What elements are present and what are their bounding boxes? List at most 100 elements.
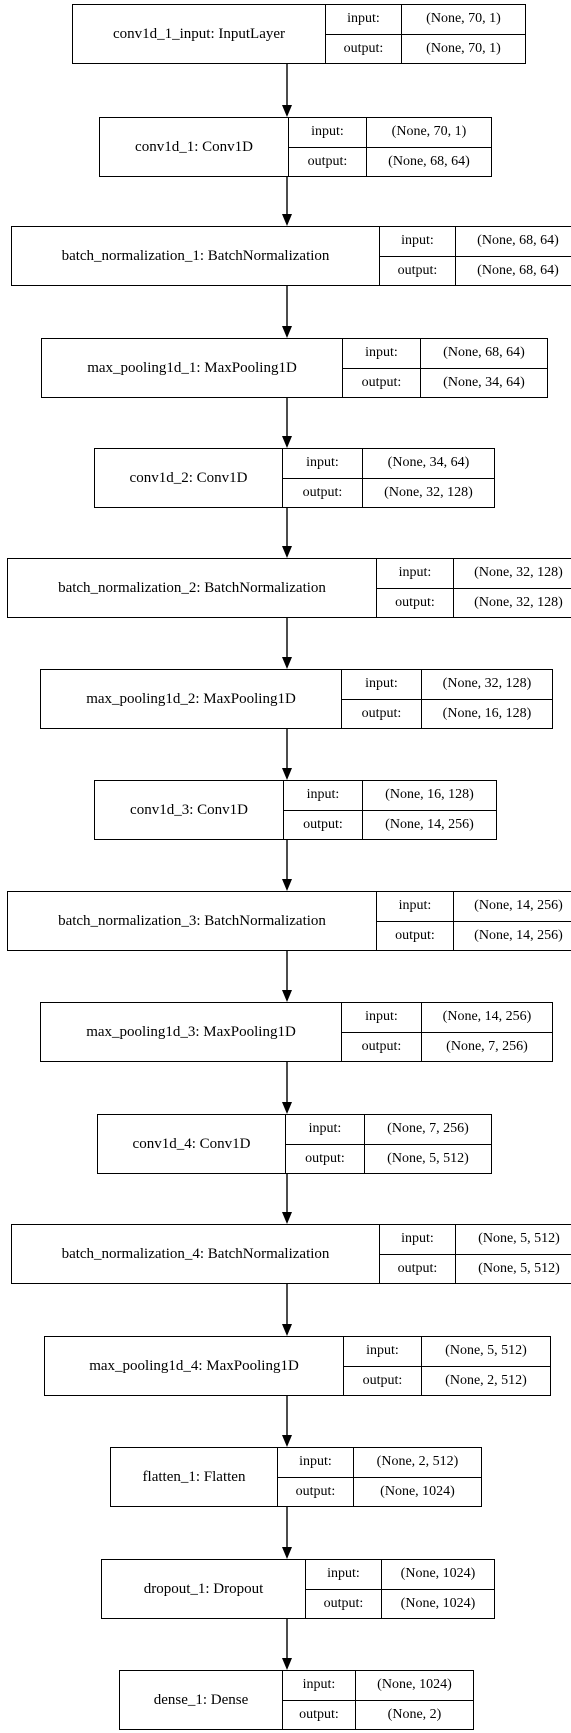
input-shape: (None, 70, 1) xyxy=(426,11,501,27)
input-label: input: xyxy=(283,1671,356,1700)
output-row: output: (None, 5, 512) xyxy=(380,1253,571,1283)
output-label: output: xyxy=(283,478,363,507)
input-label: input: xyxy=(344,1337,422,1366)
layer-node: batch_normalization_3: BatchNormalizatio… xyxy=(7,891,571,951)
input-row: input:(None, 34, 64) xyxy=(283,449,494,478)
input-shape: (None, 14, 256) xyxy=(442,1009,532,1025)
input-row: input:(None, 14, 256) xyxy=(377,892,571,921)
input-label: input: xyxy=(306,1560,382,1589)
output-shape: (None, 7, 256) xyxy=(446,1038,528,1054)
input-shape: (None, 5, 512) xyxy=(445,1343,527,1359)
output-label: output: xyxy=(283,1700,356,1729)
output-row: output:(None, 70, 1) xyxy=(326,33,525,63)
edge-arrow xyxy=(282,1619,292,1670)
edge-arrow xyxy=(282,951,292,1002)
output-shape: (None, 5, 512) xyxy=(387,1150,469,1166)
layer-name: dense_1: Dense xyxy=(120,1671,283,1729)
input-shape: (None, 14, 256) xyxy=(474,898,563,914)
edge-arrow xyxy=(282,508,292,558)
edge-arrow xyxy=(282,64,292,117)
input-row: input: (None, 1024) xyxy=(306,1560,494,1589)
input-row: input:(None, 2, 512) xyxy=(278,1448,481,1477)
output-row: output:(None, 1024) xyxy=(306,1588,494,1618)
input-label: input: xyxy=(326,5,402,34)
output-shape: (None, 70, 1) xyxy=(426,40,501,56)
layer-name: conv1d_4: Conv1D xyxy=(98,1115,286,1173)
output-shape: (None, 34, 64) xyxy=(443,374,525,390)
output-row: output: (None, 7, 256) xyxy=(342,1031,552,1061)
edge-arrow xyxy=(282,618,292,669)
input-row: input: (None, 32, 128) xyxy=(342,670,552,699)
output-label: output: xyxy=(344,1366,422,1395)
edge-arrow xyxy=(282,1507,292,1559)
layer-node: batch_normalization_1: BatchNormalizatio… xyxy=(11,226,571,286)
output-row: output:(None, 68, 64) xyxy=(289,146,491,176)
layer-name: flatten_1: Flatten xyxy=(111,1448,278,1506)
output-label: output: xyxy=(377,588,454,617)
edge-arrow xyxy=(282,1062,292,1114)
edge-arrow xyxy=(282,1284,292,1336)
output-shape: (None, 68, 64) xyxy=(388,153,470,169)
input-shape: (None, 68, 64) xyxy=(443,345,525,361)
edge-arrow xyxy=(282,398,292,448)
input-label: input: xyxy=(380,1225,456,1254)
input-label: input: xyxy=(342,1003,422,1032)
output-shape: (None, 16, 128) xyxy=(442,705,532,721)
output-row: output: (None, 32, 128) xyxy=(283,477,494,507)
input-shape: (None, 32, 128) xyxy=(442,676,532,692)
layer-name: max_pooling1d_2: MaxPooling1D xyxy=(41,670,342,728)
input-shape: (None, 1024) xyxy=(377,1677,452,1693)
output-label: output: xyxy=(380,1254,456,1283)
output-shape: (None, 32, 128) xyxy=(384,484,473,500)
input-label: input: xyxy=(377,559,454,588)
input-label: input: xyxy=(289,118,367,147)
output-row: output: (None, 2, 512) xyxy=(344,1365,550,1395)
output-label: output: xyxy=(377,921,454,950)
input-row: input: (None, 70, 1) xyxy=(326,5,525,34)
input-label: input: xyxy=(342,670,422,699)
output-shape: (None, 68, 64) xyxy=(477,262,559,278)
layer-name: conv1d_1_input: InputLayer xyxy=(73,5,326,63)
edge-arrow xyxy=(282,177,292,226)
output-shape: (None, 1024) xyxy=(380,1483,455,1499)
input-shape: (None, 70, 1) xyxy=(391,124,467,140)
input-label: input: xyxy=(283,449,363,478)
input-row: input: (None, 5, 512) xyxy=(344,1337,550,1366)
output-row: output:(None, 1024) xyxy=(278,1476,481,1506)
layer-name: batch_normalization_1: BatchNormalizatio… xyxy=(12,227,380,285)
output-row: output:(None, 2) xyxy=(283,1699,473,1729)
output-shape: (None, 5, 512) xyxy=(478,1260,560,1276)
layer-name: batch_normalization_2: BatchNormalizatio… xyxy=(8,559,377,617)
output-shape: (None, 32, 128) xyxy=(474,594,563,610)
output-label: output: xyxy=(342,1032,422,1061)
input-row: input: (None, 1024) xyxy=(283,1671,473,1700)
layer-node: batch_normalization_2: BatchNormalizatio… xyxy=(7,558,571,618)
output-label: output: xyxy=(380,256,456,285)
edge-arrow xyxy=(282,729,292,780)
input-label: input: xyxy=(286,1115,365,1144)
output-shape: (None, 2, 512) xyxy=(445,1372,527,1388)
layer-name: conv1d_1: Conv1D xyxy=(100,118,289,176)
layer-node: batch_normalization_4: BatchNormalizatio… xyxy=(11,1224,571,1284)
output-label: output: xyxy=(284,810,363,839)
input-shape: (None, 1024) xyxy=(400,1566,476,1582)
input-label: input: xyxy=(380,227,456,256)
output-shape: (None, 1024) xyxy=(400,1595,476,1611)
output-label: output: xyxy=(343,368,421,397)
input-label: input: xyxy=(343,339,421,368)
output-label: output: xyxy=(342,699,422,728)
input-shape: (None, 68, 64) xyxy=(477,233,559,249)
output-row: output: (None, 16, 128) xyxy=(342,698,552,728)
layer-name: conv1d_2: Conv1D xyxy=(95,449,283,507)
output-row: output: (None, 34, 64) xyxy=(343,367,547,397)
